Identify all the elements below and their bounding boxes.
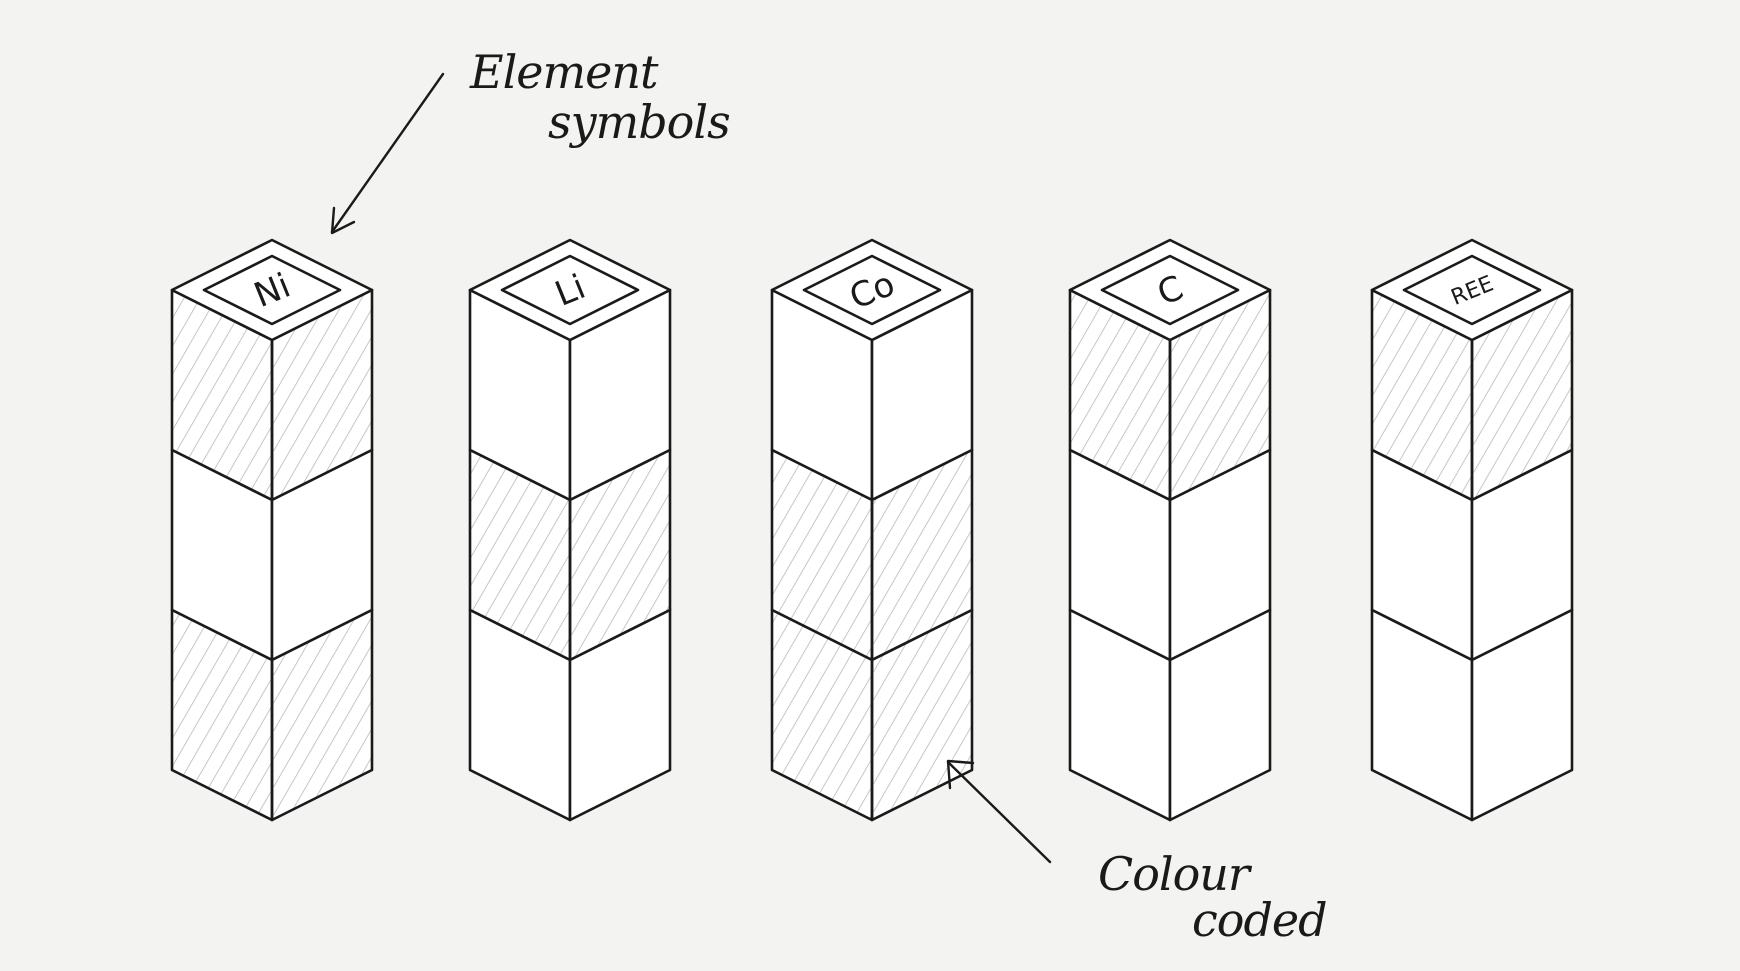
hatched-block [770, 608, 974, 822]
hatched-block [170, 608, 374, 822]
stack-top-face: Li [468, 238, 672, 342]
element-stack: Co [770, 238, 974, 822]
annotation-bottom-line2: coded [1192, 893, 1327, 947]
element-stack: C [1068, 238, 1272, 822]
stack-top-face: Co [770, 238, 974, 342]
arrow-to-colour [946, 759, 1052, 864]
annotation-top-line1: Element [469, 45, 659, 99]
hatched-block [1068, 288, 1272, 502]
plain-block [1068, 448, 1272, 662]
stack-top-face: C [1068, 238, 1272, 342]
hatched-block [468, 448, 672, 662]
hatched-block [770, 448, 974, 662]
annotation-bottom-line1: Colour [1098, 847, 1253, 901]
plain-block [170, 448, 374, 662]
plain-block [468, 608, 672, 822]
element-stack: Li [468, 238, 672, 822]
stack-top-face: Ni [170, 238, 374, 342]
element-stack: REE [1370, 238, 1574, 822]
hatched-block [1370, 288, 1574, 502]
stacks-layer: Ni Li Co C REE [170, 238, 1574, 822]
plain-block [1370, 448, 1574, 662]
plain-block [468, 288, 672, 502]
plain-block [1068, 608, 1272, 822]
annotation-element-symbols: Element symbols [330, 45, 731, 235]
plain-block [1370, 608, 1574, 822]
annotation-colour-coded: Colour coded [946, 759, 1328, 947]
element-stack: Ni [170, 238, 374, 822]
arrow-to-symbol [330, 72, 445, 235]
stack-top-face: REE [1370, 238, 1574, 342]
annotation-top-line2: symbols [548, 95, 730, 149]
plain-block [770, 288, 974, 502]
